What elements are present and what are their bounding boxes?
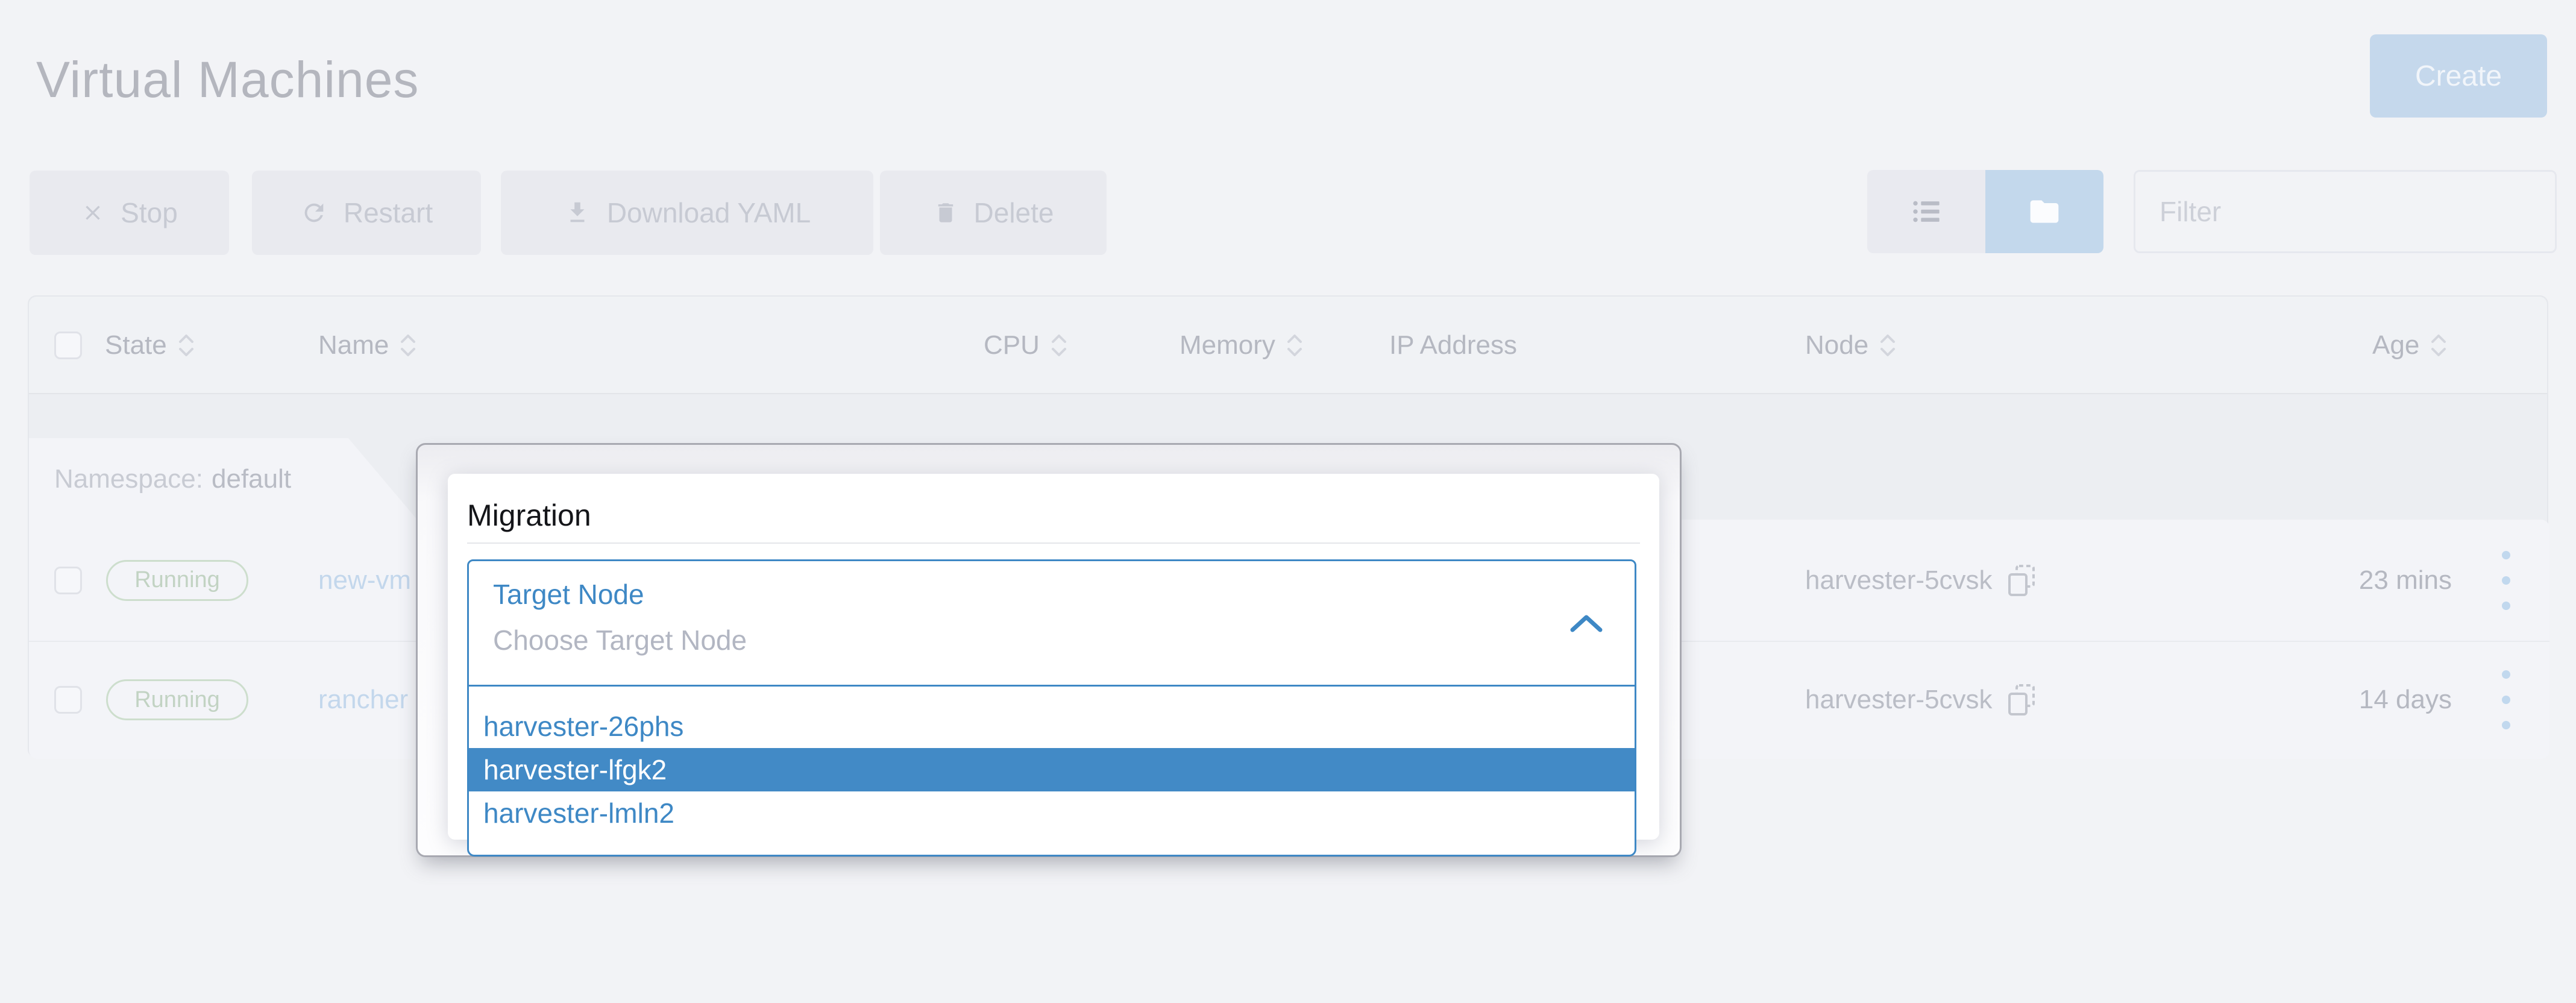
kebab-menu-icon: [2502, 670, 2510, 729]
select-all-checkbox[interactable]: [54, 332, 82, 359]
chevron-up-icon: [1570, 615, 1603, 632]
download-icon: [570, 202, 585, 222]
target-node-select[interactable]: Target Node Choose Target Node: [467, 559, 1636, 687]
status-badge: Running: [106, 559, 248, 601]
table-header-row: State Name CPU Memory IP Address Node Ag…: [29, 297, 2547, 394]
restart-label: Restart: [343, 197, 433, 228]
grouped-view-button[interactable]: [1985, 170, 2103, 253]
namespace-label: Namespace:: [54, 464, 204, 494]
column-header-memory[interactable]: Memory: [1180, 327, 1303, 363]
column-header-age[interactable]: Age: [2372, 327, 2447, 363]
vm-name-link[interactable]: new-vm: [318, 565, 412, 595]
column-label: State: [105, 330, 167, 360]
vm-name-link[interactable]: rancher: [318, 685, 409, 714]
delete-label: Delete: [973, 197, 1054, 228]
target-node-placeholder: Choose Target Node: [493, 624, 747, 656]
folder-icon: [2030, 200, 2059, 223]
column-header-state[interactable]: State: [105, 327, 195, 363]
column-label: Name: [318, 330, 389, 360]
download-yaml-button[interactable]: Download YAML: [501, 171, 873, 255]
node-name: harvester-5cvsk: [1805, 565, 1993, 595]
create-button[interactable]: Create: [2370, 34, 2547, 118]
sort-arrows-icon: [401, 335, 416, 356]
node-name: harvester-5cvsk: [1805, 685, 1993, 714]
sort-arrows-icon: [1051, 335, 1066, 356]
list-view-icon: [1913, 201, 1940, 222]
modal-title: Migration: [467, 498, 591, 532]
row-checkbox[interactable]: [54, 566, 82, 594]
trash-icon: [938, 203, 953, 222]
namespace-value: default: [212, 464, 292, 494]
dropdown-option[interactable]: harvester-lfgk2: [469, 748, 1635, 791]
row-checkbox[interactable]: [54, 686, 82, 714]
column-header-cpu[interactable]: CPU: [984, 327, 1067, 363]
row-actions-button[interactable]: [2488, 667, 2524, 733]
copy-icon[interactable]: [2006, 683, 2037, 717]
column-label: Node: [1805, 330, 1869, 360]
list-view-button[interactable]: [1867, 170, 1985, 253]
kebab-menu-icon: [2502, 550, 2510, 610]
dropdown-option[interactable]: harvester-lmln2: [483, 797, 674, 829]
delete-button[interactable]: Delete: [880, 171, 1107, 255]
sort-arrows-icon: [178, 335, 193, 356]
target-node-label: Target Node: [493, 579, 644, 610]
column-header-node[interactable]: Node: [1805, 327, 1896, 363]
stop-label: Stop: [121, 197, 178, 228]
filter-input[interactable]: [2134, 170, 2557, 253]
migration-modal: Migration Target Node Choose Target Node…: [416, 443, 1682, 857]
namespace-group-header: Namespace: default: [29, 438, 417, 520]
restart-icon: [304, 203, 324, 222]
copy-icon[interactable]: [2006, 564, 2037, 597]
modal-divider: [467, 542, 1640, 544]
column-header-name[interactable]: Name: [318, 327, 416, 363]
column-label: IP Address: [1389, 330, 1517, 360]
x-icon: [86, 206, 100, 220]
page-title: Virtual Machines: [36, 51, 419, 108]
sort-arrows-icon: [1880, 335, 1896, 356]
restart-button[interactable]: Restart: [252, 171, 481, 255]
sort-arrows-icon: [2431, 335, 2446, 356]
column-label: Age: [2372, 330, 2420, 360]
age-cell: 23 mins: [2358, 565, 2452, 595]
age-cell: 14 days: [2358, 685, 2452, 714]
node-cell: harvester-5cvsk: [1805, 683, 2037, 717]
target-node-dropdown-menu: harvester-26phs harvester-lfgk2 harveste…: [467, 687, 1636, 857]
sort-arrows-icon: [1287, 335, 1302, 356]
view-mode-toggle: [1867, 170, 2103, 253]
row-actions-button[interactable]: [2488, 547, 2524, 614]
column-header-ip-address[interactable]: IP Address: [1389, 327, 1517, 363]
download-yaml-label: Download YAML: [606, 197, 811, 228]
column-label: CPU: [984, 330, 1040, 360]
stop-button[interactable]: Stop: [30, 171, 229, 255]
column-label: Memory: [1180, 330, 1275, 360]
table-row: Running new-vm harvester-5cvsk 23 mins: [29, 520, 2549, 641]
dropdown-option[interactable]: harvester-26phs: [483, 711, 684, 742]
node-cell: harvester-5cvsk: [1805, 564, 2037, 597]
status-badge: Running: [106, 679, 248, 720]
